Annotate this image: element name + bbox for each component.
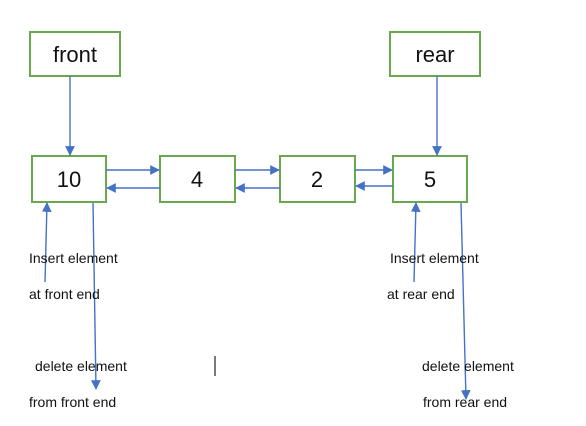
node-box-1: 10 — [31, 155, 107, 203]
delete-front-label-line1: delete element — [35, 358, 127, 374]
node-box-2: 4 — [159, 155, 236, 203]
delete-rear-arrow — [460, 202, 471, 400]
node-value-4: 5 — [424, 167, 436, 192]
insert-rear-label-line2: at rear end — [387, 286, 455, 302]
insert-front-arrow — [41, 202, 52, 283]
front-pointer-box: front — [29, 31, 121, 77]
insert-rear-label-line1: Insert element — [390, 250, 479, 266]
insert-rear-arrow — [410, 202, 421, 283]
delete-front-arrow — [90, 202, 101, 390]
rear-pointer-box: rear — [389, 31, 481, 77]
front-pointer-label: front — [53, 42, 97, 67]
node-box-4: 5 — [392, 155, 468, 203]
insert-front-label-line2: at front end — [29, 286, 100, 302]
rear-pointer-label: rear — [415, 42, 454, 67]
delete-front-label-line2: from front end — [29, 394, 116, 410]
node-box-3: 2 — [279, 155, 356, 203]
node-value-2: 4 — [191, 167, 203, 192]
insert-front-label-line1: Insert element — [29, 250, 118, 266]
node-value-1: 10 — [57, 167, 81, 192]
node-value-3: 2 — [311, 167, 323, 192]
delete-rear-label-line1: delete element — [422, 358, 514, 374]
delete-rear-label-line2: from rear end — [423, 394, 507, 410]
